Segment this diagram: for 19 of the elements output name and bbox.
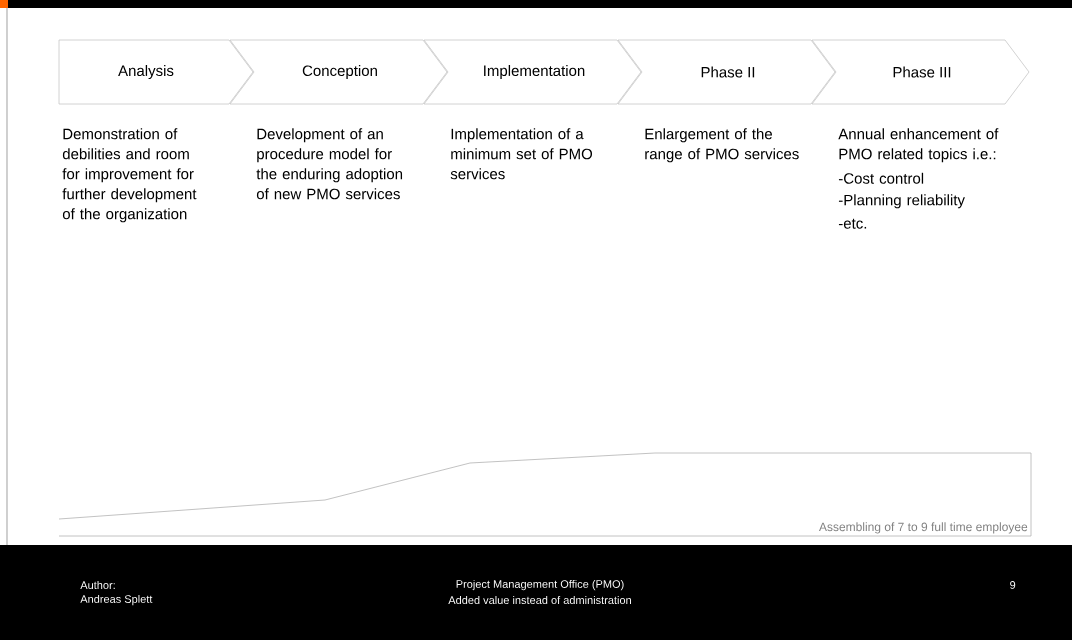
phase-step: Implementation — [423, 39, 642, 105]
phase-step: Phase II — [617, 39, 836, 105]
author-name: Andreas Splett — [80, 594, 153, 606]
description: Enlargement of the range of PMO services — [645, 128, 799, 163]
description: -Cost control — [838, 172, 924, 184]
footer-title: Project Management Office (PMO) — [456, 579, 624, 591]
description: Implementation of a minimum set of PMO services — [450, 128, 593, 180]
footer-text: Author: — [80, 580, 115, 590]
description: -etc. — [838, 218, 867, 229]
chart-note: Assembling of 7 to 9 full time employee — [819, 522, 1028, 534]
description: -Planning reliability — [838, 194, 965, 209]
footer-subtitle: Added value instead of administration — [448, 595, 631, 605]
page-number: 9 — [1010, 581, 1016, 589]
phase-step: Conception — [229, 39, 448, 105]
phase-step: Phase III — [811, 39, 1030, 105]
description: Annual enhancement of PMO related topics i.e.: — [838, 128, 999, 163]
phase-step: Analysis — [58, 39, 254, 105]
description: Development of an procedure model for the enduring adoption of new PMO services — [256, 128, 403, 200]
description: Demonstration of debilities and room for improvement for further development of the organization — [62, 128, 197, 223]
